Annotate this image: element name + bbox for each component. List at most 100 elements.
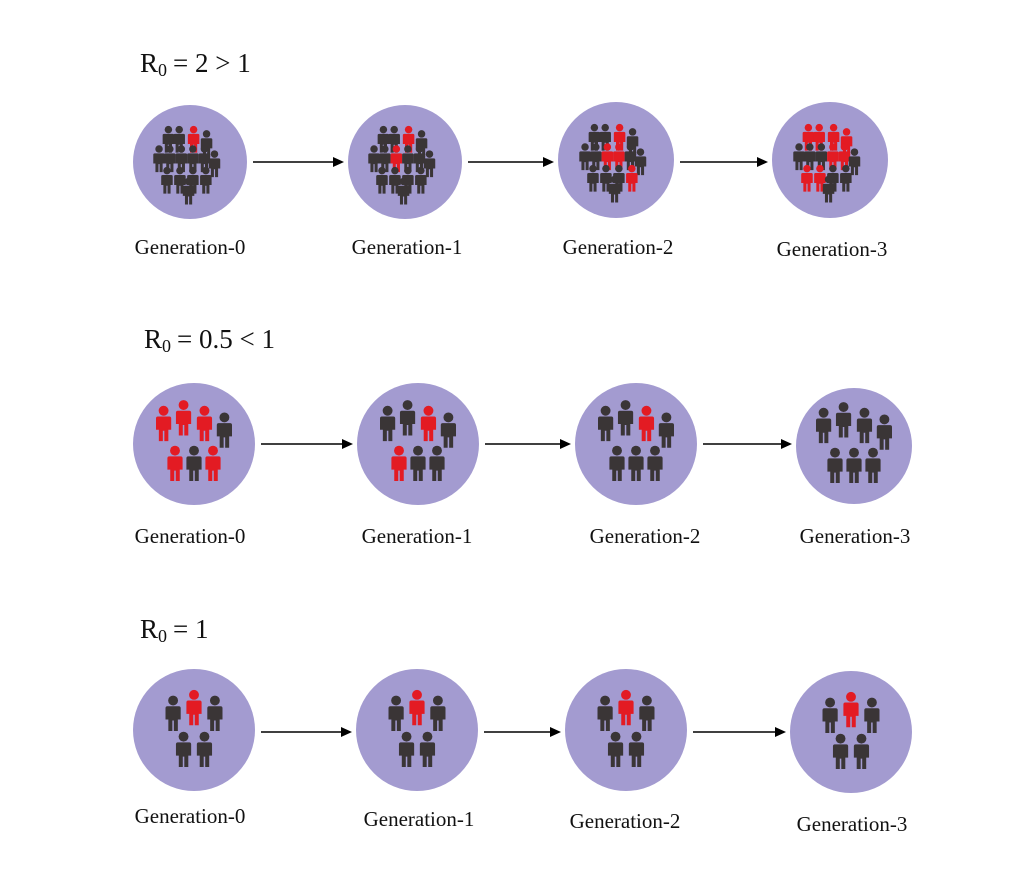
person-icon — [402, 145, 414, 173]
person-icon — [793, 143, 805, 171]
person-icon — [415, 166, 427, 194]
title-prefix: R — [144, 324, 163, 354]
person-icon — [430, 695, 446, 731]
generation-label: Generation-2 — [562, 235, 674, 259]
person-icon — [153, 145, 165, 173]
person-icon — [628, 445, 644, 482]
population-circle — [356, 669, 478, 791]
person-icon — [846, 447, 862, 484]
person-icon — [175, 400, 192, 436]
person-icon — [613, 143, 625, 171]
person-icon — [440, 412, 456, 448]
person-icon — [423, 150, 436, 178]
person-icon — [638, 405, 655, 442]
person-icon — [186, 445, 202, 482]
person-icon — [579, 143, 591, 171]
row-r0-greater-than-1: R0= 2 > 1 Generation-0 Generation-1 Gene… — [0, 48, 1023, 278]
row-graphic — [133, 383, 912, 505]
person-icon — [156, 405, 172, 442]
row-graphic — [133, 669, 912, 793]
person-icon — [647, 445, 663, 482]
population-circle — [133, 669, 255, 791]
person-icon — [410, 445, 426, 482]
population-circle — [133, 383, 255, 505]
generation-label: Generation-2 — [589, 524, 701, 548]
title-prefix: R — [140, 48, 159, 78]
person-icon — [391, 445, 407, 482]
row-title: R0= 0.5 < 1 — [144, 324, 275, 357]
population-circle — [575, 383, 697, 505]
person-icon — [848, 148, 861, 176]
person-icon — [840, 164, 852, 192]
person-icon — [368, 145, 380, 173]
population-circle — [796, 388, 912, 504]
generation-label: Generation-3 — [796, 812, 908, 836]
person-icon — [607, 731, 624, 768]
population-circle — [790, 671, 912, 793]
population-group — [348, 105, 462, 219]
title-prefix: R — [140, 614, 159, 644]
person-icon — [865, 447, 881, 484]
population-circle — [565, 669, 687, 791]
arrow-right-icon — [253, 157, 344, 167]
person-icon — [618, 689, 634, 726]
person-icon — [200, 166, 212, 194]
generation-label: Generation-1 — [351, 235, 463, 259]
row-r0-equals-1: R0= 1 Generation-0 Generation-1 Generati… — [0, 614, 1023, 854]
person-icon — [161, 166, 173, 194]
person-icon — [634, 148, 647, 176]
population-group — [133, 383, 255, 505]
person-icon — [399, 400, 416, 436]
generation-label: Generation-1 — [363, 807, 475, 831]
arrow-right-icon — [261, 727, 352, 737]
person-icon — [388, 695, 404, 731]
population-group — [558, 102, 674, 218]
person-icon — [827, 447, 843, 484]
person-icon — [174, 166, 186, 194]
population-group — [565, 669, 687, 791]
person-icon — [587, 164, 599, 192]
person-icon — [832, 733, 849, 770]
person-icon — [843, 691, 859, 728]
arrow-right-icon — [485, 439, 571, 449]
population-group — [357, 383, 479, 505]
person-icon — [398, 731, 415, 768]
arrow-right-icon — [468, 157, 554, 167]
person-icon — [814, 164, 826, 192]
person-icon — [196, 405, 213, 442]
person-icon — [207, 695, 223, 731]
person-icon — [658, 412, 674, 448]
person-icon — [186, 689, 202, 726]
person-icon — [608, 175, 621, 203]
row-title: R0= 2 > 1 — [140, 48, 251, 81]
title-rest: = 2 > 1 — [173, 48, 251, 78]
generation-label: Generation-1 — [361, 524, 473, 548]
row-title: R0= 1 — [140, 614, 209, 647]
person-icon — [626, 164, 638, 192]
person-icon — [380, 405, 396, 442]
row-graphic — [133, 102, 888, 219]
person-icon — [182, 177, 195, 205]
person-icon — [617, 400, 634, 436]
person-icon — [420, 405, 437, 442]
person-icon — [853, 733, 870, 770]
person-icon — [205, 445, 221, 482]
arrow-right-icon — [261, 439, 353, 449]
person-icon — [822, 175, 835, 203]
title-rest: = 0.5 < 1 — [177, 324, 275, 354]
person-icon — [835, 402, 852, 438]
arrow-right-icon — [680, 157, 768, 167]
person-icon — [175, 731, 192, 768]
arrow-right-icon — [484, 727, 561, 737]
person-icon — [409, 689, 425, 726]
generation-label: Generation-3 — [799, 524, 911, 548]
title-rest: = 1 — [173, 614, 209, 644]
row-r0-less-than-1: R0= 0.5 < 1 Generation-0 Generation-1 Ge… — [0, 324, 1023, 564]
title-subscript: 0 — [158, 60, 168, 80]
person-icon — [864, 697, 880, 733]
arrow-right-icon — [703, 439, 792, 449]
person-icon — [167, 445, 183, 482]
person-icon — [876, 414, 892, 450]
population-group — [575, 383, 697, 505]
